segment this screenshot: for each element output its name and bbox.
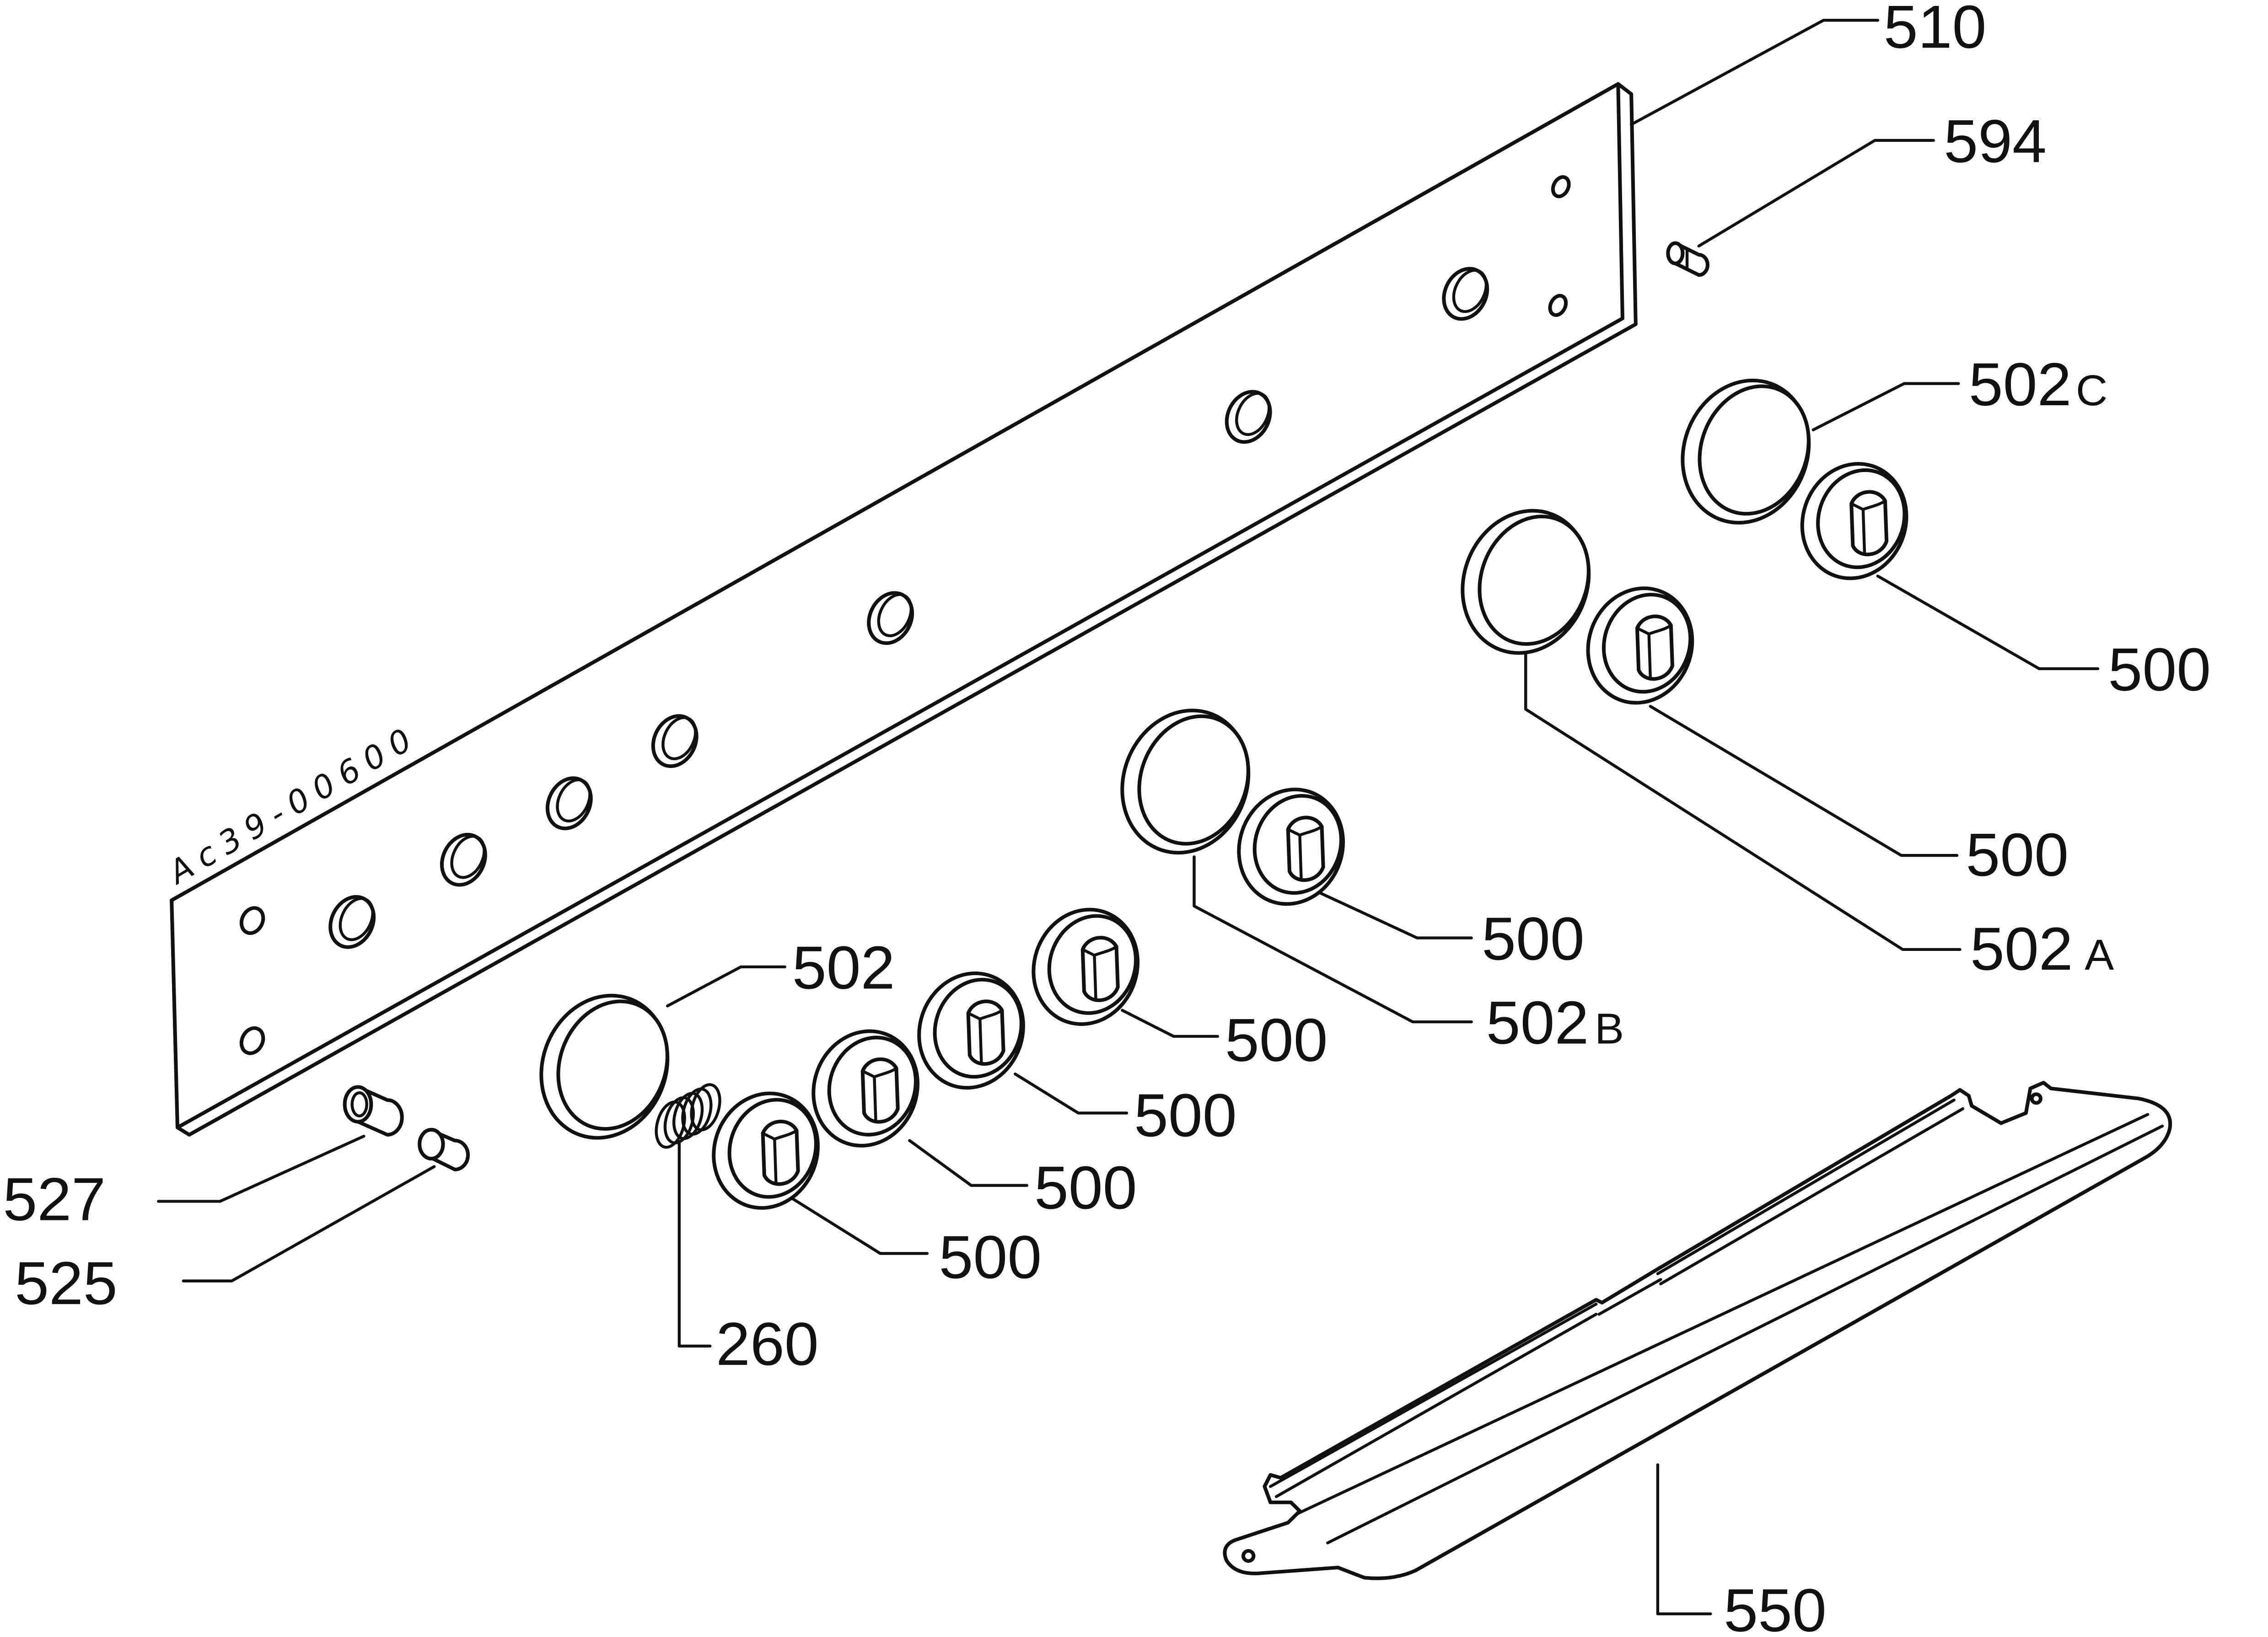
control-knob bbox=[1787, 451, 1921, 592]
callout-label: 260 bbox=[716, 1310, 819, 1378]
callout-labels: 510 594 502 C 500 500 502 A 500 502 B 50… bbox=[3, 0, 2211, 1637]
leader-line bbox=[1193, 855, 1473, 1024]
callout-label: 510 bbox=[1884, 0, 1987, 61]
leader-line bbox=[1121, 1009, 1220, 1038]
callout-label: 502 bbox=[1486, 989, 1589, 1057]
leader-line bbox=[157, 1134, 365, 1203]
panel-knob-hole bbox=[867, 591, 914, 645]
callout-label: 525 bbox=[15, 1250, 118, 1317]
callout-label: 502 bbox=[1969, 351, 2072, 419]
callout-label: 500 bbox=[1034, 1154, 1137, 1222]
leader-line bbox=[1629, 19, 1880, 126]
callout-label: 500 bbox=[2108, 636, 2211, 703]
leader-line bbox=[1876, 574, 2100, 671]
control-knob bbox=[904, 960, 1038, 1101]
panel-mounting-hole bbox=[1551, 175, 1571, 199]
panel-knob-hole bbox=[1442, 267, 1489, 321]
callout-label: 527 bbox=[3, 1165, 106, 1233]
leader-line bbox=[1649, 705, 1959, 857]
panel-knob-hole bbox=[440, 832, 487, 887]
panel-knob-hole bbox=[328, 895, 376, 949]
callout-label-suffix: C bbox=[2076, 366, 2107, 415]
trim-strip bbox=[1223, 1081, 2172, 1580]
callout-label-suffix: B bbox=[1595, 1004, 1624, 1053]
leader-line bbox=[1811, 382, 1960, 432]
leader-line bbox=[1524, 653, 1962, 951]
callout-label: 500 bbox=[1966, 821, 2069, 889]
knob-cap bbox=[1443, 493, 1609, 671]
panel-knob-hole bbox=[1225, 390, 1272, 444]
leader-line bbox=[182, 1165, 436, 1283]
panel-mounting-hole bbox=[239, 906, 265, 935]
leader-line bbox=[1014, 1072, 1129, 1115]
callout-label-suffix: A bbox=[2085, 931, 2114, 979]
spring bbox=[655, 1083, 721, 1149]
bushing bbox=[343, 1085, 404, 1137]
callout-label: 500 bbox=[1482, 905, 1585, 973]
callout-label: 550 bbox=[1724, 1577, 1827, 1637]
knob-cap bbox=[521, 978, 688, 1155]
panel-mounting-hole bbox=[239, 1026, 265, 1055]
leader-lines bbox=[157, 19, 2100, 1616]
panel-mounting-hole bbox=[1548, 294, 1568, 317]
control-panel-plate: Ac39-00600 bbox=[161, 82, 1638, 1137]
leader-line bbox=[1656, 1463, 1712, 1616]
leader-line bbox=[908, 1139, 1029, 1187]
panel-knob-hole bbox=[545, 776, 593, 831]
leader-line bbox=[666, 965, 786, 1008]
callout-label: 502 bbox=[792, 934, 895, 1002]
control-knob bbox=[1573, 575, 1707, 716]
leader-line bbox=[1319, 891, 1473, 939]
callout-label: 500 bbox=[1134, 1082, 1237, 1149]
leader-line bbox=[790, 1197, 929, 1255]
callout-label: 500 bbox=[1225, 1006, 1328, 1074]
callout-label: 594 bbox=[1944, 107, 2047, 175]
screw bbox=[1666, 241, 1709, 277]
callout-label: 500 bbox=[939, 1224, 1042, 1291]
panel-knob-hole bbox=[651, 714, 699, 768]
bushing bbox=[418, 1127, 470, 1171]
leader-line bbox=[677, 1142, 712, 1348]
callout-label: 502 bbox=[1970, 915, 2073, 983]
leader-line bbox=[1697, 139, 1935, 248]
